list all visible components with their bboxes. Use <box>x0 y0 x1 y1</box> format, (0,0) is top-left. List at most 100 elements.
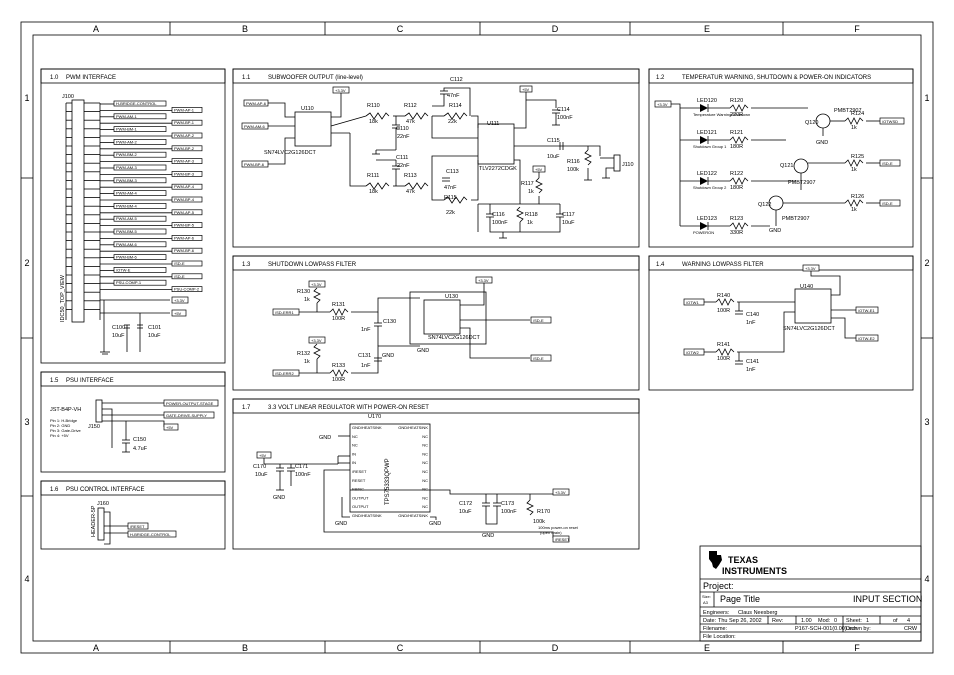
r125-ref: R125 <box>851 154 864 160</box>
port-label: PWM-BP-6 <box>244 162 265 167</box>
u140-part: SN74LVC2G126DCT <box>783 326 836 332</box>
r114-zigzag <box>443 112 468 120</box>
c130-ref: C130 <box>383 319 396 325</box>
led-icon <box>700 136 708 144</box>
c110-ref: C110 <box>396 126 409 132</box>
u170-part: TPS75333QPWP <box>385 458 391 505</box>
led-ref: LED122 <box>697 171 717 177</box>
pwm-port-label: H-BRIDGE-CONTROL <box>116 101 157 106</box>
port-otwsd <box>879 117 905 125</box>
j150-body <box>95 399 103 423</box>
section-title: TEMPERATUR WARNING, SHUTDOWN & POWER-ON … <box>682 75 871 81</box>
r116-ref: R116 <box>567 159 580 165</box>
port-sd-e2 <box>530 354 552 362</box>
pwm-interface: J100 IDC50_TOP_VIEW H-BRIDGE-CONTROLPWM-… <box>60 94 203 355</box>
r141-val: 100R <box>717 356 730 362</box>
c172-ref: C172 <box>459 501 472 507</box>
company-line2: INSTRUMENTS <box>722 566 787 576</box>
pwm-port-label: PWM-AP-4 <box>174 184 195 189</box>
port-gate-drive <box>163 411 215 419</box>
pwm-port-label: /OTW-E <box>116 267 131 272</box>
subwoofer-output: PWM-AP-6 PWM-AM-6 PWM-BP-6 +3.3V U110 SN… <box>241 77 634 239</box>
row-label: 3 <box>24 417 29 427</box>
frame-indicators <box>648 68 914 248</box>
date: Thu Sep 26, 2002 <box>718 618 762 624</box>
led-note: POWERON <box>693 230 714 235</box>
r133-ref: R133 <box>332 363 345 369</box>
pwm-port-label: PWM-AP-3 <box>174 159 195 164</box>
pwm-port <box>113 267 167 273</box>
filename: P167-SCH-001(0.00).sch <box>795 626 857 632</box>
r124-zigzag <box>844 117 864 125</box>
r131-ref: R131 <box>332 302 345 308</box>
r117-val: 1k <box>528 189 534 195</box>
r117-zigzag <box>535 177 543 194</box>
u130-part: SN74LVC2G126DCT <box>428 335 481 341</box>
row-label: 1 <box>24 93 29 103</box>
section-title: WARNING LOWPASS FILTER <box>682 262 764 268</box>
pwm-port <box>171 158 203 164</box>
pwm-port-label: PWM-AM-4 <box>116 191 137 196</box>
col-label: B <box>242 643 248 653</box>
col-label: C <box>397 643 404 653</box>
j150-conn: JST-B4P-VH <box>50 407 81 413</box>
c172-val: 10uF <box>459 509 472 515</box>
r140-ref: R140 <box>717 293 730 299</box>
r170-note2: (open drain) <box>540 530 562 535</box>
pwm-port <box>113 139 167 145</box>
pwm-port <box>113 164 167 171</box>
col-label: D <box>552 24 559 34</box>
j100-pins <box>65 102 101 320</box>
gnd-label: GND <box>382 353 394 359</box>
q121-part: PMBT2907 <box>788 180 816 186</box>
warning-lowpass: +3.3V /OTW1 /OTW2 R140 100R R141 100R C1… <box>683 264 879 373</box>
row-label: 3 <box>924 417 929 427</box>
u170-pins: GND/HEATSINKNCNCININ/RESETRESETFB/NCOUTP… <box>352 425 428 518</box>
resistor-zigzag <box>729 222 749 230</box>
pwm-port <box>171 145 203 152</box>
mod: 0 <box>834 618 837 624</box>
c100-ref: C100 <box>112 325 125 331</box>
col-label: A <box>93 643 99 653</box>
j150-ref: J150 <box>88 424 100 430</box>
u170-pin-right: GND/HEATSINK <box>398 425 428 430</box>
c171-ref: C171 <box>295 464 308 470</box>
col-label: D <box>552 643 559 653</box>
port-otw-e2 <box>855 334 879 342</box>
led-ref: LED121 <box>697 130 717 136</box>
u170-pin-left: RESET <box>352 478 366 483</box>
row-labels-right: 1 2 3 4 <box>924 93 929 584</box>
psu-control: J160 HEADER-5P /RESET H-BRIDGE-CONTROL <box>91 501 177 545</box>
outer-border <box>20 21 934 654</box>
pwm-ports: H-BRIDGE-CONTROLPWM-AP-1PWM-AM-1PWM-BP-1… <box>100 100 203 292</box>
r132-zigzag <box>313 343 321 360</box>
c131-val: 1nF <box>361 363 371 369</box>
r170-note1: 100ms power-on reset <box>538 525 579 530</box>
section-number: 1.7 <box>242 405 251 411</box>
section-number: 1.2 <box>656 75 665 81</box>
engineer: Claus Neesberg <box>738 610 777 616</box>
rail-33v-label: +3.3V <box>174 298 185 303</box>
pwm-port <box>171 171 203 177</box>
u170-pin-left: OUTPUT <box>352 504 369 509</box>
resistor-val: 180R <box>730 185 743 191</box>
j100-body <box>71 99 85 323</box>
r118-val: 1k <box>527 220 533 226</box>
c170-ref: C170 <box>253 464 266 470</box>
c140-ref: C140 <box>746 312 759 318</box>
pwm-port <box>171 209 203 216</box>
r124-ref: R124 <box>851 111 864 117</box>
pwm-port-label: PWM-AM-2 <box>116 139 137 144</box>
led-icon <box>700 104 708 112</box>
rail-label: +5V <box>535 167 543 172</box>
section-number: 1.0 <box>50 75 59 81</box>
resistor-zigzag <box>729 177 749 185</box>
u110-part: SN74LVC2G126DCT <box>264 150 317 156</box>
port-h-bridge <box>127 530 177 538</box>
r126-val: 1k <box>851 207 857 213</box>
port-label: /SD-ERR1 <box>275 310 294 315</box>
